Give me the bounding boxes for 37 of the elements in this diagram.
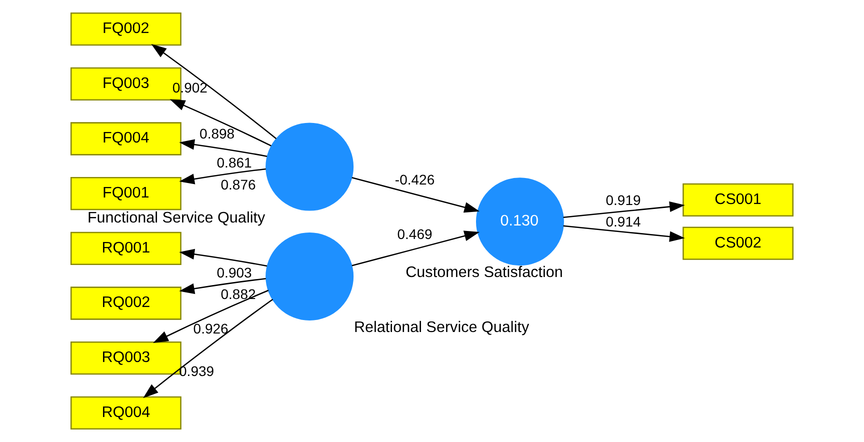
node-box: CS002: [682, 226, 794, 260]
node-circle: 0.130: [476, 178, 564, 266]
edge-label: 0.919: [606, 192, 641, 208]
edge-label: -0.426: [394, 171, 435, 188]
node-box: RQ002: [70, 286, 182, 320]
arrow: [352, 177, 480, 213]
arrow: [143, 298, 274, 398]
edge-label: 0.926: [193, 320, 228, 337]
node-box: FQ001: [70, 177, 182, 210]
edge-label: 0.898: [200, 125, 235, 142]
node-box: CS001: [682, 183, 794, 217]
node-label: Relational Service Quality: [354, 319, 530, 336]
arrow: [152, 290, 269, 343]
node-circle: [266, 122, 354, 211]
edge-label: 0.939: [179, 363, 214, 380]
edge-label: 0.469: [397, 226, 432, 242]
arrow: [563, 225, 685, 242]
node-circle: [266, 232, 354, 320]
edge-label: 0.876: [220, 176, 256, 192]
arrow: [179, 168, 266, 184]
arrow: [151, 44, 277, 140]
arrow: [170, 99, 272, 146]
node-box: RQ004: [70, 396, 182, 430]
node-box: FQ004: [70, 122, 182, 156]
arrow: [352, 230, 480, 266]
node-box: RQ001: [70, 232, 182, 265]
edge-label: 0.861: [216, 154, 252, 171]
edge-label: 0.903: [216, 264, 252, 280]
arrow: [179, 278, 266, 294]
arrow: [179, 139, 268, 157]
node-label: Functional Service Quality: [87, 209, 266, 226]
arrow: [179, 248, 268, 267]
edge-label: 0.882: [220, 286, 256, 302]
node-box: FQ002: [70, 12, 182, 46]
node-label: Customers Satisfaction: [406, 264, 563, 282]
edge-label: 0.914: [606, 213, 641, 230]
arrow: [563, 201, 685, 218]
